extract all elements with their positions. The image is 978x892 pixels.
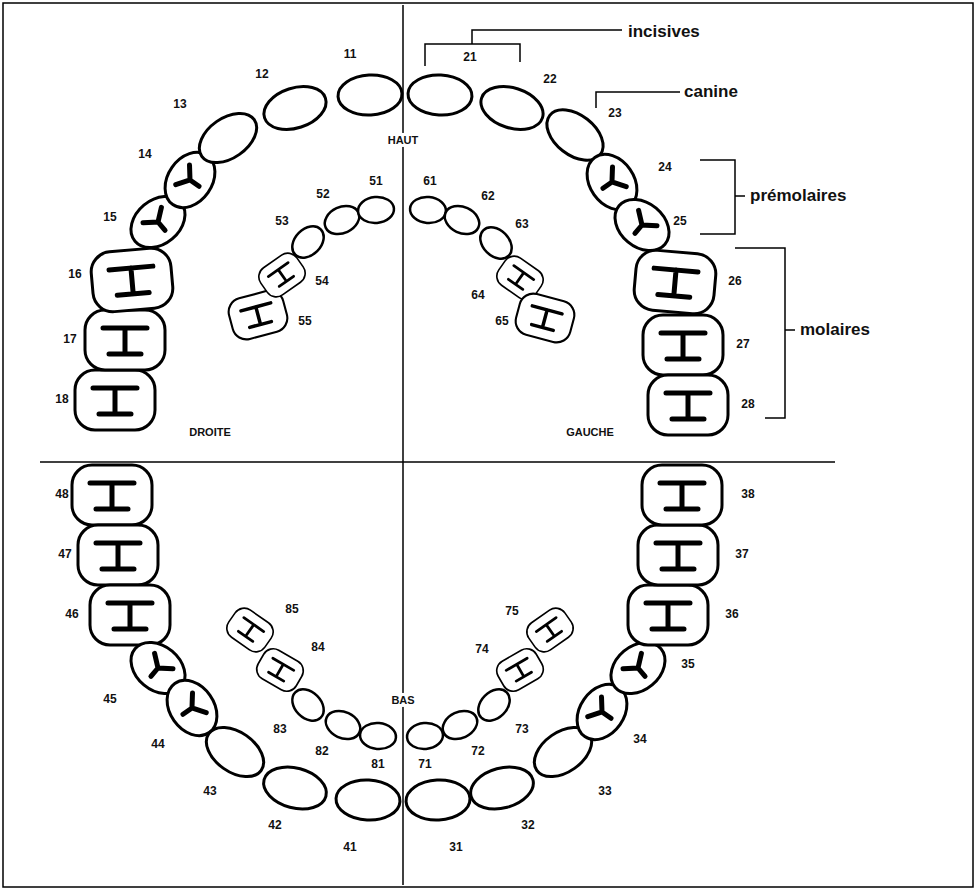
tooth-number: 44	[151, 738, 164, 751]
tooth-number: 12	[255, 68, 268, 81]
tooth-number: 74	[475, 643, 488, 656]
tooth-number: 54	[315, 275, 328, 288]
orientation-label: BAS	[389, 693, 416, 707]
tooth-number: 15	[103, 211, 116, 224]
tooth-number: 28	[741, 398, 754, 411]
tooth-number: 83	[273, 723, 286, 736]
tooth-number: 43	[203, 785, 216, 798]
tooth-number: 55	[298, 315, 311, 328]
tooth-number: 46	[65, 608, 78, 621]
tooth-number: 31	[449, 841, 462, 854]
tooth-number: 45	[103, 693, 116, 706]
tooth-number: 84	[311, 641, 324, 654]
tooth-number: 32	[521, 819, 534, 832]
tooth-number: 14	[138, 148, 151, 161]
orientation-label: HAUT	[386, 133, 421, 147]
tooth-number: 17	[63, 333, 76, 346]
tooth-number: 38	[741, 488, 754, 501]
tooth-number: 26	[728, 275, 741, 288]
tooth-number: 53	[275, 215, 288, 228]
tooth-number: 41	[343, 841, 356, 854]
lower-teeth	[72, 465, 722, 822]
tooth-number: 21	[463, 51, 476, 64]
tooth-number: 16	[68, 268, 81, 281]
group-label: incisives	[628, 23, 700, 42]
tooth-number: 37	[735, 548, 748, 561]
tooth-number: 73	[515, 723, 528, 736]
tooth-number: 22	[543, 73, 556, 86]
tooth-number: 48	[55, 488, 68, 501]
tooth-number: 18	[55, 393, 68, 406]
tooth-number: 34	[633, 733, 646, 746]
jaw-divider	[40, 461, 835, 463]
upper-teeth	[75, 73, 728, 435]
group-label: prémolaires	[750, 187, 846, 206]
tooth-number: 33	[598, 785, 611, 798]
tooth-number: 42	[268, 819, 281, 832]
tooth-number: 13	[173, 98, 186, 111]
tooth-number: 52	[316, 188, 329, 201]
frame	[3, 3, 973, 887]
tooth-number: 25	[673, 215, 686, 228]
tooth-number: 27	[736, 338, 749, 351]
tooth-number: 81	[371, 758, 384, 771]
orientation-label: DROITE	[187, 425, 233, 439]
orientation-label: GAUCHE	[564, 425, 616, 439]
tooth-number: 75	[505, 605, 518, 618]
tooth-number: 82	[315, 745, 328, 758]
tooth-number: 85	[285, 603, 298, 616]
tooth-number: 23	[608, 107, 621, 120]
tooth-number: 61	[423, 175, 436, 188]
tooth-number: 51	[369, 175, 382, 188]
group-label: molaires	[800, 321, 870, 340]
tooth-number: 62	[481, 190, 494, 203]
tooth-number: 63	[515, 218, 528, 231]
tooth-number: 64	[471, 289, 484, 302]
tooth-number: 24	[658, 161, 671, 174]
tooth-number: 65	[495, 315, 508, 328]
tooth-number: 72	[471, 745, 484, 758]
brackets	[425, 30, 795, 418]
tooth-number: 36	[725, 608, 738, 621]
tooth-number: 71	[418, 758, 431, 771]
group-label: canine	[684, 83, 738, 102]
tooth-number: 35	[681, 658, 694, 671]
tooth-number: 47	[58, 548, 71, 561]
tooth-number: 11	[344, 48, 357, 61]
